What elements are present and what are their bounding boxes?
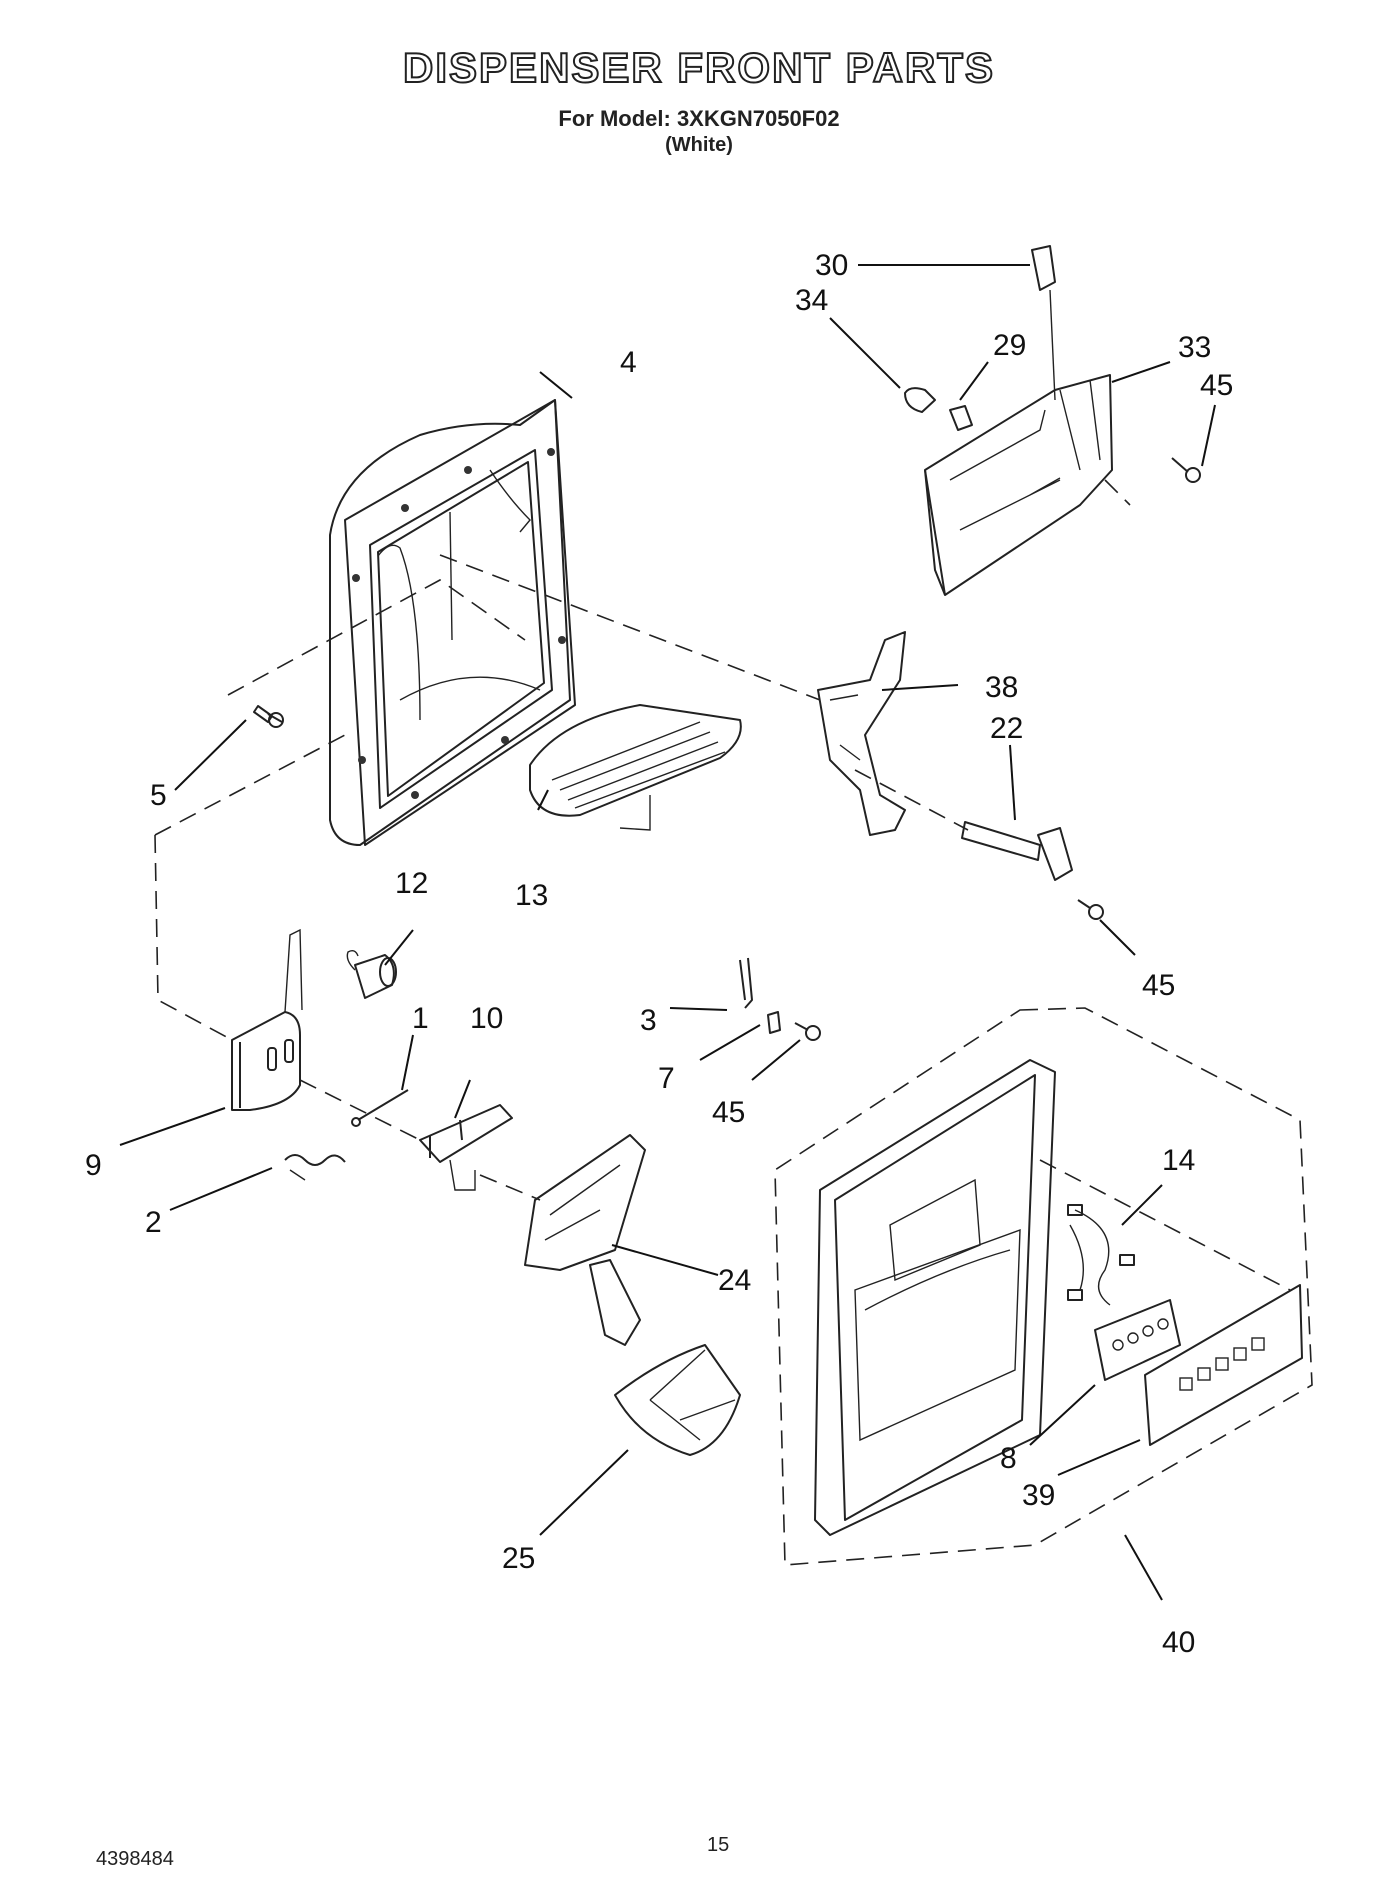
part-10-hinge — [419, 1104, 513, 1191]
part-12-solenoid — [346, 949, 397, 999]
model-line: For Model: 3XKGN7050F02 — [558, 106, 840, 131]
part-24-paddle — [524, 1134, 646, 1346]
callout-labels: 4 5 12 13 1 10 9 2 24 25 3 7 45 38 22 45… — [85, 249, 1233, 1659]
callout-25: 25 — [502, 1542, 535, 1575]
callout-13: 13 — [515, 879, 548, 912]
callout-30: 30 — [815, 249, 848, 282]
callout-38: 38 — [985, 671, 1018, 704]
document-number: 4398484 — [96, 1848, 174, 1870]
part-34-bulb — [904, 387, 936, 413]
part-30-switch — [1031, 245, 1056, 401]
callout-39: 39 — [1022, 1479, 1055, 1512]
part-45-screw-mid — [794, 1022, 821, 1041]
part-29-socket — [949, 405, 973, 431]
part-9-dispenser-module — [231, 928, 303, 1111]
callout-10: 10 — [470, 1002, 503, 1035]
callout-14: 14 — [1162, 1144, 1195, 1177]
callout-leaders — [119, 264, 1216, 1601]
part-1-pin — [351, 1089, 409, 1127]
callout-5: 5 — [150, 779, 167, 812]
callout-29: 29 — [993, 329, 1026, 362]
part-33-light-housing — [924, 374, 1113, 596]
diagram-title: DISPENSER FRONT PARTS — [402, 43, 995, 92]
part-45-screw-top — [1171, 457, 1201, 483]
part-14-wire-harness — [1067, 1204, 1135, 1306]
callout-34: 34 — [795, 284, 828, 317]
callout-4: 4 — [620, 346, 637, 379]
color-line: (White) — [665, 134, 733, 156]
callout-24: 24 — [718, 1264, 751, 1297]
callout-40: 40 — [1162, 1626, 1195, 1659]
callout-1: 1 — [412, 1002, 429, 1035]
part-38-lever — [817, 631, 906, 836]
callout-45-right: 45 — [1142, 969, 1175, 1002]
part-40-panel-assembly — [774, 1007, 1313, 1566]
part-4-housing-frame — [329, 399, 576, 846]
part-13-drip-tray — [529, 704, 742, 831]
callout-9: 9 — [85, 1149, 102, 1182]
part-3-switch-clip — [739, 957, 753, 1009]
callout-2: 2 — [145, 1206, 162, 1239]
part-39-control-overlay — [1144, 1284, 1303, 1446]
callout-45-top: 45 — [1200, 369, 1233, 402]
callout-33: 33 — [1178, 331, 1211, 364]
part-2-spring — [284, 1154, 346, 1181]
alignment-lines — [154, 264, 1291, 1291]
callout-12: 12 — [395, 867, 428, 900]
callout-3: 3 — [640, 1004, 657, 1037]
part-8-control-board — [1094, 1299, 1181, 1381]
part-25-ice-chute — [614, 1344, 741, 1456]
callout-22: 22 — [990, 712, 1023, 745]
callout-45-mid: 45 — [712, 1096, 745, 1129]
callout-8: 8 — [1000, 1442, 1017, 1475]
part-22-rod — [961, 821, 1073, 881]
callout-7: 7 — [658, 1062, 675, 1095]
part-5-screw — [253, 705, 284, 728]
page-number: 15 — [707, 1834, 730, 1856]
part-7-bracket — [767, 1011, 781, 1034]
part-45-screw-right — [1077, 899, 1104, 920]
